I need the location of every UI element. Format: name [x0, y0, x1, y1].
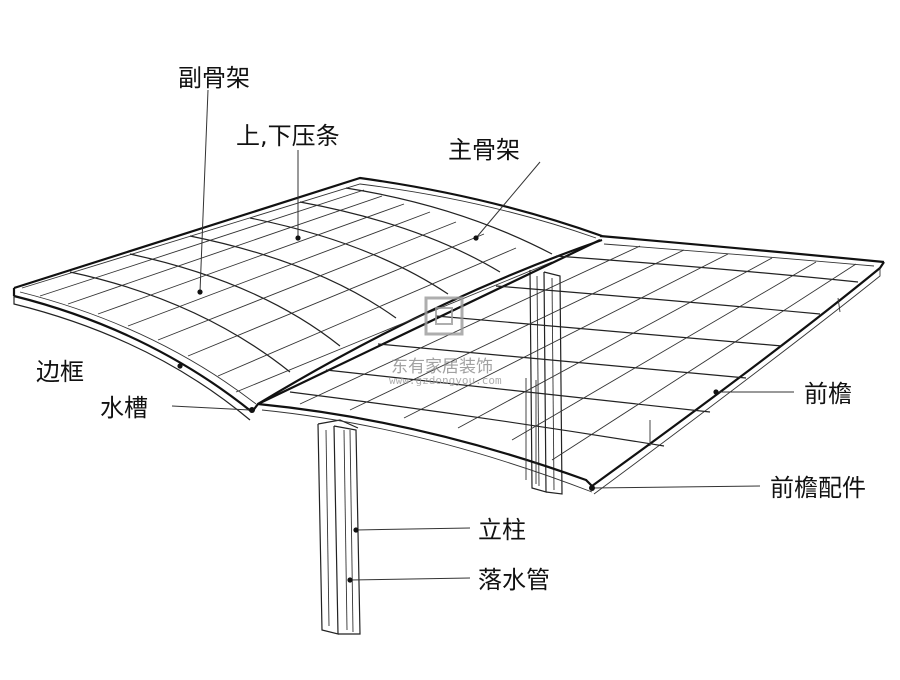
labels: 副骨架 上,下压条 主骨架 边框 水槽 前檐 前檐配件 立柱 落水管: [36, 64, 866, 594]
leaders: [171, 89, 794, 583]
label-side-frame: 边框: [36, 358, 84, 386]
label-gutter: 水槽: [100, 394, 148, 422]
label-front-eave: 前檐: [804, 380, 852, 408]
right-roof-panel: [257, 234, 885, 495]
column: [317, 419, 361, 635]
label-pressing-strip: 上,下压条: [236, 122, 340, 150]
watermark: 东有家居装饰 www.gzdongyou.com: [389, 296, 502, 387]
left-roof-panel: [12, 176, 603, 421]
rear-column: [529, 269, 563, 495]
label-downpipe: 落水管: [478, 566, 550, 594]
label-column: 立柱: [478, 516, 526, 544]
label-main-frame: 主骨架: [448, 136, 520, 164]
watermark-name: 东有家居装饰: [391, 357, 493, 377]
watermark-logo: [424, 296, 464, 336]
label-front-eave-fitting: 前檐配件: [770, 474, 866, 502]
watermark-url: www.gzdongyou.com: [389, 374, 502, 387]
label-sub-frame: 副骨架: [178, 64, 250, 92]
